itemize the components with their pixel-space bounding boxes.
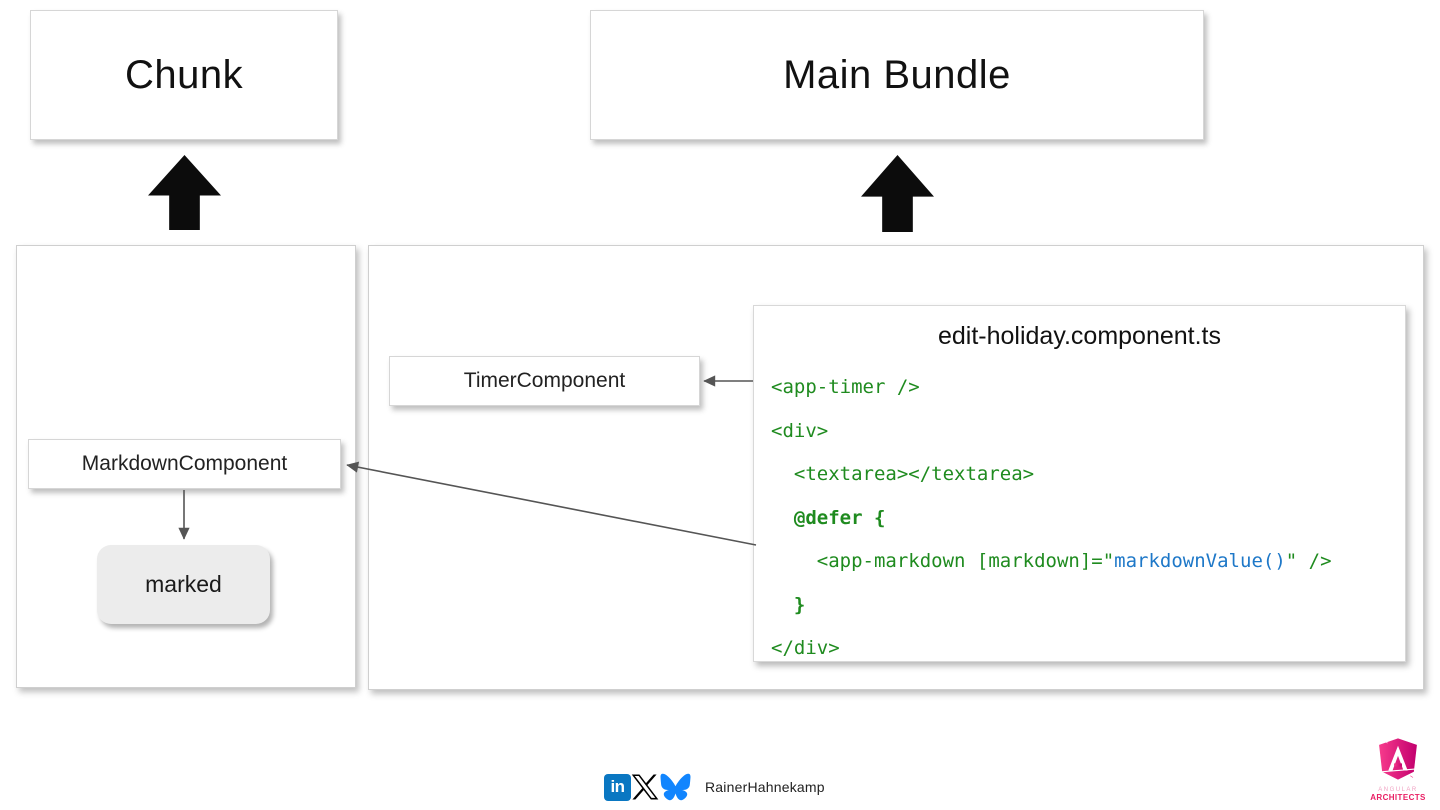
marked-box: marked [97, 545, 270, 624]
logo-line2: ARCHITECTS [1370, 793, 1426, 802]
code-lines: <app-timer /> <div> <textarea></textarea>… [771, 366, 1395, 671]
code-line: @defer { [771, 506, 886, 529]
chunk-box: Chunk [30, 10, 338, 140]
linkedin-icon[interactable]: in [604, 773, 631, 801]
bluesky-icon[interactable] [660, 773, 691, 801]
logo-line1: ANGULAR [1378, 787, 1418, 793]
markdown-component-box: MarkdownComponent [28, 439, 341, 489]
main-bundle-box: Main Bundle [590, 10, 1204, 140]
x-icon[interactable] [628, 771, 662, 803]
footer: in RainerHahnekamp [604, 770, 825, 804]
code-line: </div> [771, 637, 840, 659]
footer-handle: RainerHahnekamp [705, 779, 825, 795]
angular-shield-icon [1376, 738, 1420, 780]
code-line: <div> [771, 419, 829, 442]
angular-architects-logo: ANGULAR ARCHITECTS [1369, 737, 1427, 802]
markdown-component-label: MarkdownComponent [81, 452, 288, 475]
marked-label: marked [145, 571, 222, 597]
code-line: <app-timer /> [771, 376, 920, 398]
up-arrow-chunk-icon [148, 155, 221, 230]
timer-component-box: TimerComponent [389, 356, 700, 406]
code-panel-title: edit-holiday.component.ts [937, 322, 1222, 350]
up-arrow-main-bundle-icon [861, 155, 934, 232]
code-line: <app-markdown [markdown]="markdownValue(… [771, 550, 1332, 572]
chunk-label: Chunk [124, 52, 244, 97]
code-line: } [771, 593, 806, 616]
timer-component-label: TimerComponent [463, 369, 626, 392]
linkedin-icon-label: in [610, 777, 625, 796]
code-line: <textarea></textarea> [771, 463, 1035, 485]
main-bundle-label: Main Bundle [783, 52, 1011, 97]
code-panel: edit-holiday.component.ts <app-timer /> <… [753, 305, 1406, 662]
